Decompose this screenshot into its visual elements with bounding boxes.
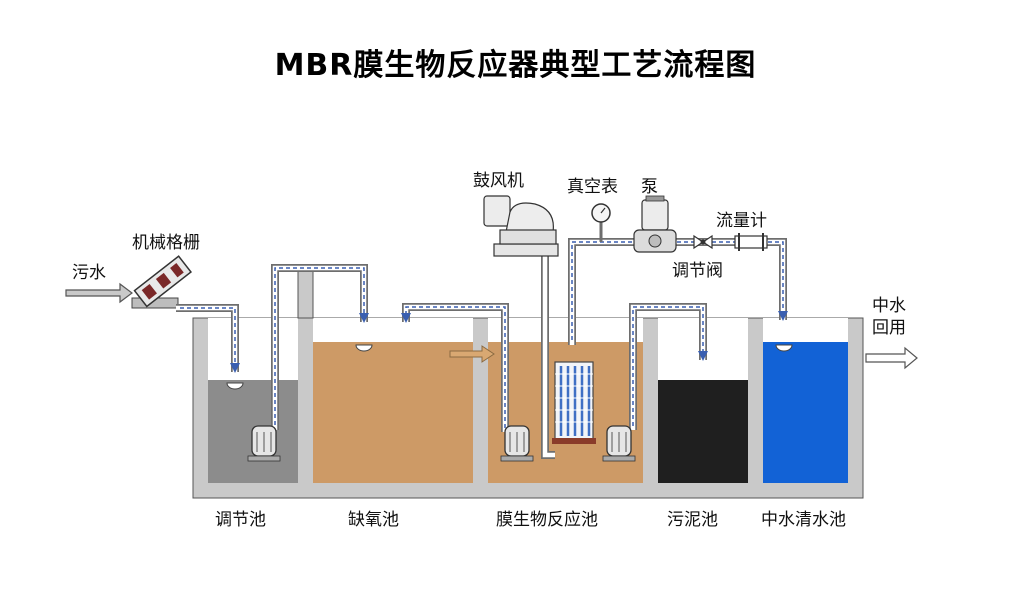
- tank-label-sludge: 污泥池: [667, 510, 718, 530]
- label-reuse: 回用: [872, 318, 906, 338]
- blower: [483, 195, 559, 257]
- label-pump: 泵: [641, 177, 658, 197]
- submersible-pump-sludge: [602, 425, 636, 462]
- water-sludge-tank: [658, 380, 748, 483]
- vacuum-pump: [633, 195, 677, 253]
- tank-label-anoxic: 缺氧池: [348, 510, 399, 530]
- label-vacuum-gauge: 真空表: [567, 177, 618, 197]
- label-sewage: 污水: [72, 263, 106, 283]
- label-reclaimed-water: 中水: [872, 296, 906, 316]
- page-title: MBR膜生物反应器典型工艺流程图: [274, 48, 757, 83]
- inlet-arrow: [65, 282, 133, 304]
- outlet-arrow: [865, 346, 918, 370]
- submersible-pump-regulating: [247, 425, 281, 462]
- submersible-pump-mbr: [500, 425, 534, 462]
- flowmeter: [734, 233, 768, 251]
- label-flowmeter: 流量计: [716, 211, 767, 231]
- vacuum-gauge: [591, 203, 611, 223]
- mechanical-screen: [131, 255, 193, 309]
- water-reclaimed-tank: [763, 342, 848, 483]
- label-mechanical-screen: 机械格栅: [132, 233, 200, 253]
- tank-label-reclaimed: 中水清水池: [761, 510, 846, 530]
- pipes: [176, 222, 788, 459]
- label-regulating-valve: 调节阀: [672, 261, 723, 281]
- water-anoxic-tank: [313, 342, 473, 483]
- tank-label-regulating: 调节池: [215, 510, 266, 530]
- inlet-nozzles: [226, 344, 793, 390]
- regulating-valve: [693, 234, 713, 250]
- label-blower: 鼓风机: [473, 171, 524, 191]
- membrane-module: [552, 361, 596, 444]
- overflow-arrow: [449, 345, 495, 363]
- tank-label-mbr: 膜生物反应池: [496, 510, 598, 530]
